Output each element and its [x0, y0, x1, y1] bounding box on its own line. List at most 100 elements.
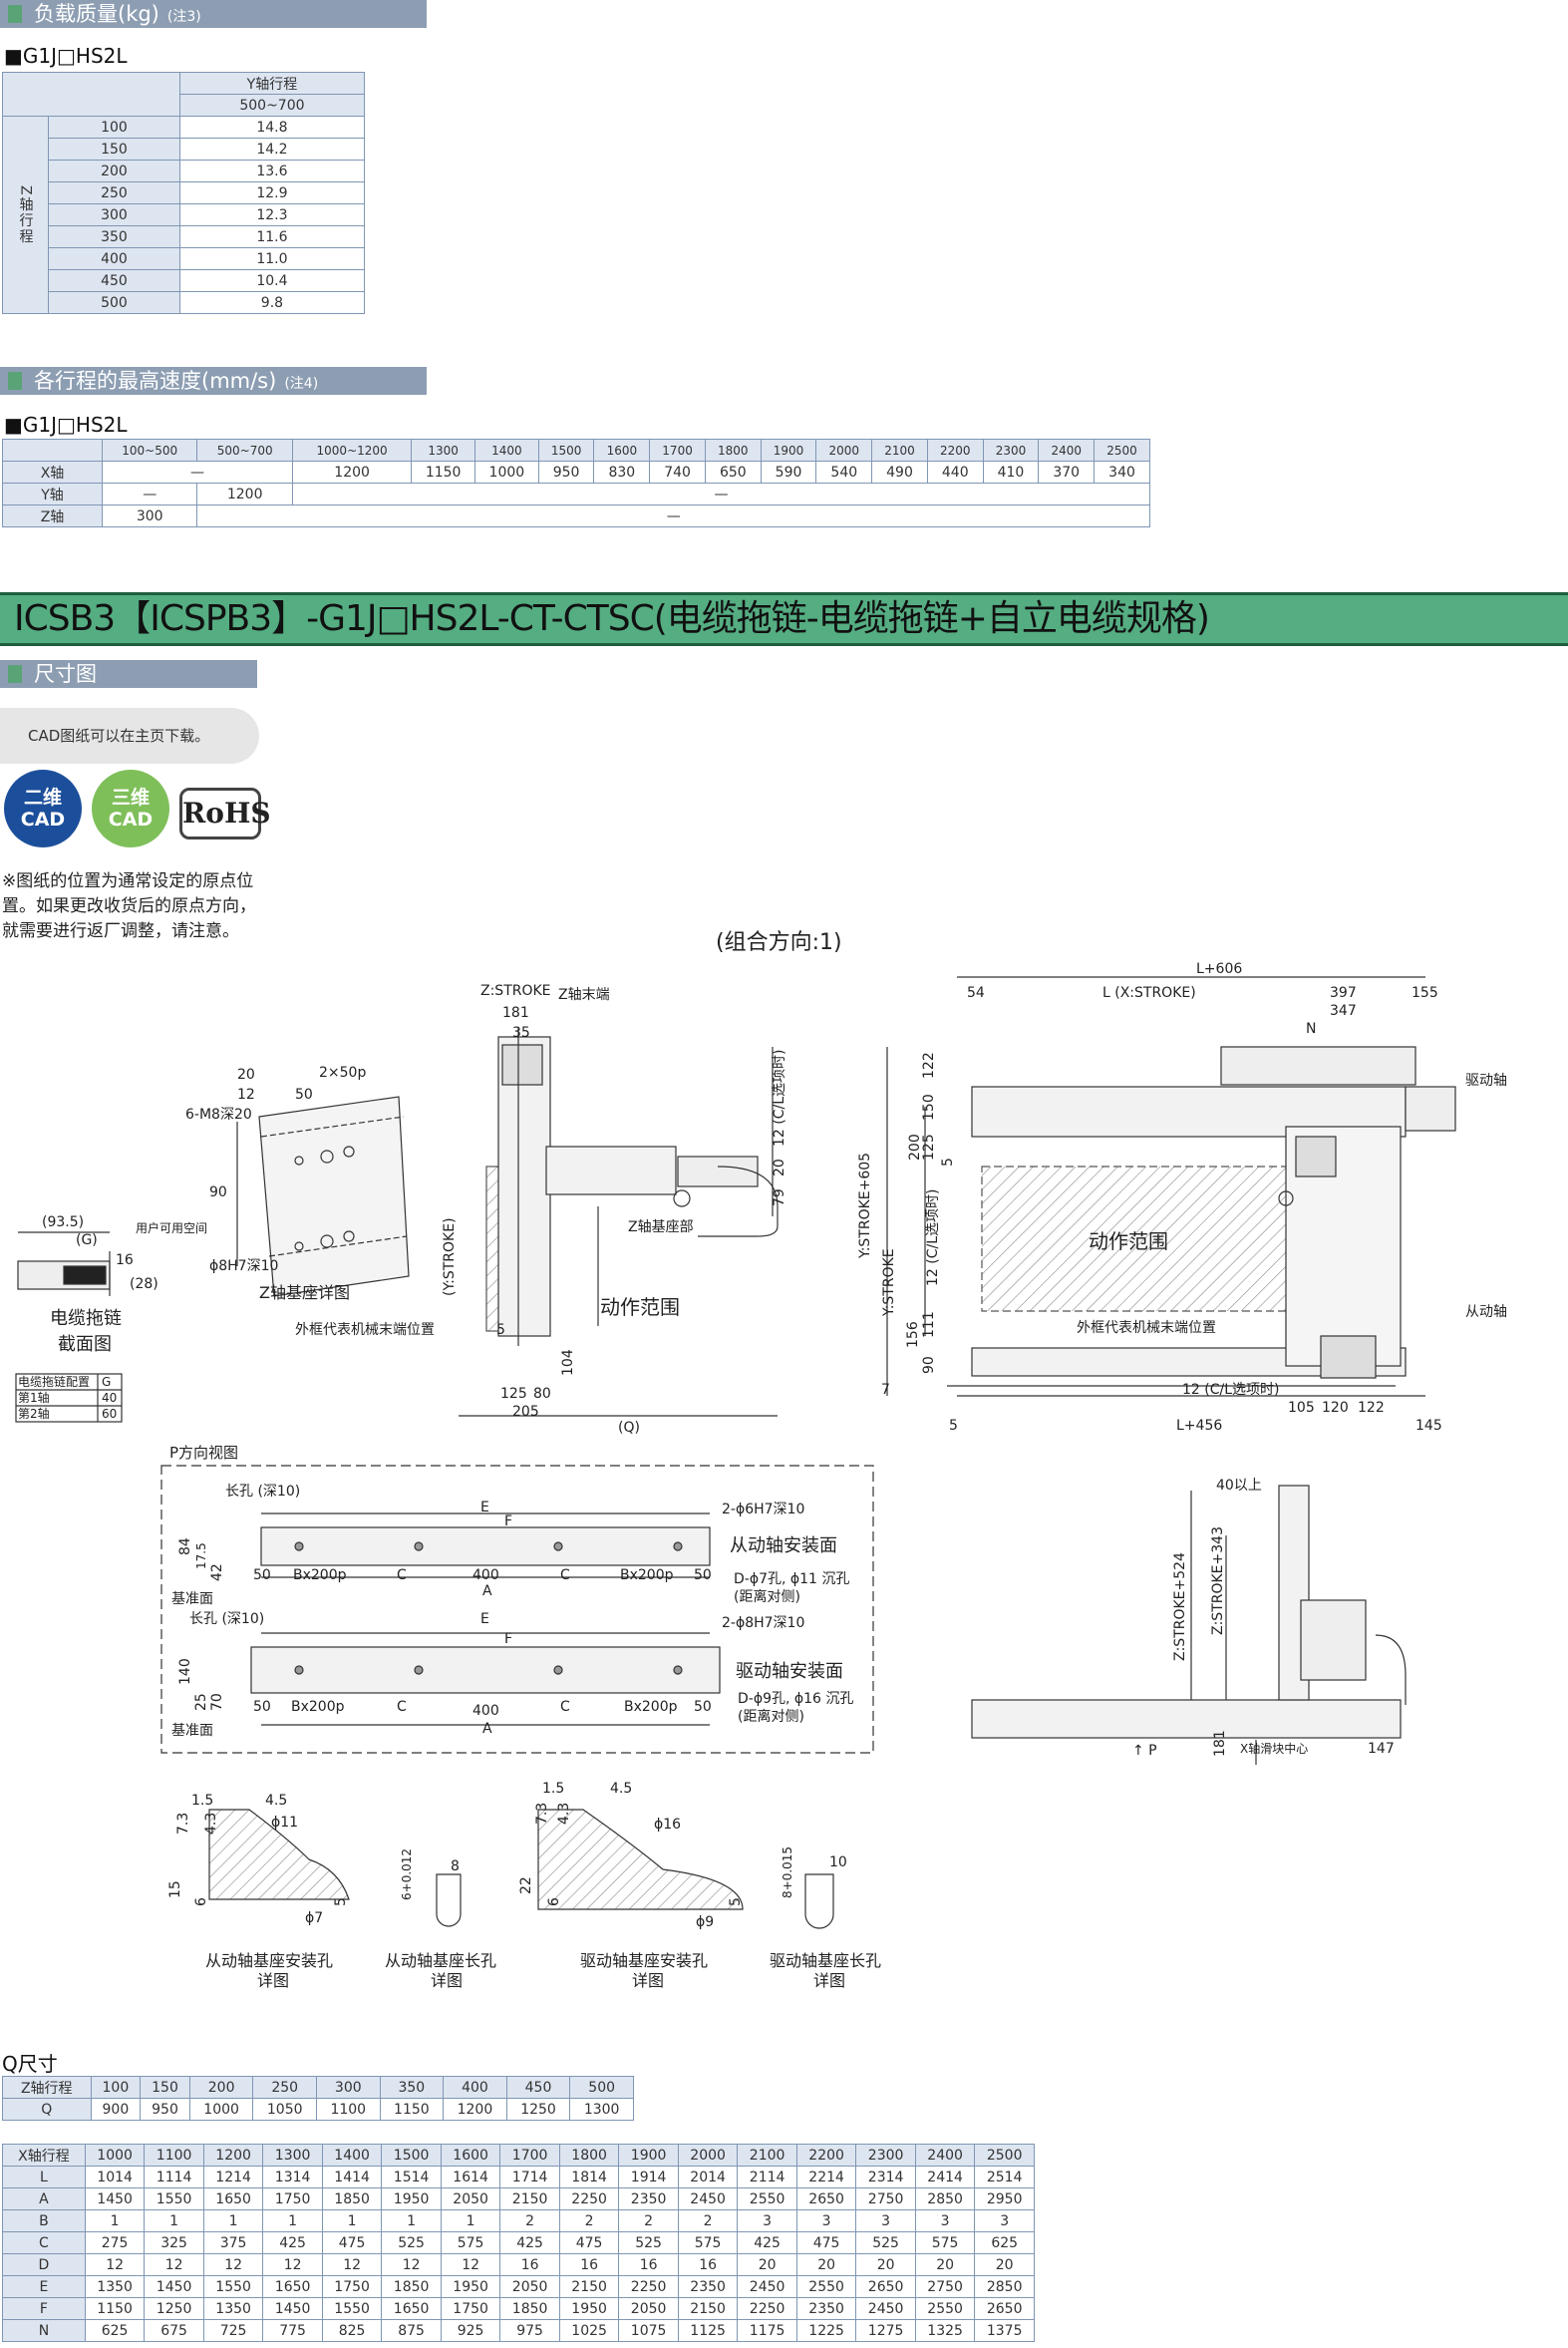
pview-driven-face: 从动轴安装面 [730, 1535, 837, 1556]
table-cell: 425 [262, 2231, 323, 2254]
pview-slot2: 长孔 (深10) [189, 1611, 264, 1627]
pview-title: P方向视图 [169, 1444, 238, 1462]
table-cell: 1375 [974, 2319, 1035, 2342]
table-cell: 900 [90, 2098, 142, 2121]
table-cell: D [2, 2253, 86, 2276]
pview-dim-25: 25 [193, 1693, 209, 1711]
table-cell: 540 [815, 461, 873, 484]
table-cell: 825 [321, 2319, 383, 2342]
table-cell: 2050 [499, 2275, 560, 2298]
table-cell: 500 [569, 2076, 634, 2099]
pview-holes2b: (距离对侧) [738, 1708, 804, 1725]
table-cell: 1950 [440, 2275, 501, 2298]
table-cell: 16 [677, 2253, 739, 2276]
table-cell: 11.6 [178, 225, 366, 248]
table-cell: 1 [262, 2209, 323, 2232]
table-cell: 500 [48, 291, 180, 314]
table-cell: 2250 [618, 2275, 679, 2298]
table-cell: 740 [649, 461, 706, 484]
table-cell: 2 [677, 2209, 739, 2232]
front-dim-181: 181 [1212, 1730, 1228, 1757]
table-cell: 450 [48, 269, 180, 292]
pview-dim-17: 17.5 [194, 1542, 208, 1569]
table-cell: 1850 [381, 2275, 442, 2298]
table-cell: 1 [84, 2209, 146, 2232]
side-range-label: 动作范围 [600, 1295, 680, 1319]
table-cell: 400 [48, 247, 180, 270]
cad-3d-badge[interactable]: 三维 CAD [92, 770, 169, 847]
table-cell: 2000 [815, 439, 873, 462]
table-cell: 20 [737, 2253, 797, 2276]
detail3-caption1: 驱动轴基座安装孔 [580, 1951, 708, 1970]
zbase-hole-label: 6-M8深20 [185, 1107, 252, 1123]
table-cell: 12.3 [178, 203, 366, 226]
cad-2d-badge[interactable]: 二维 CAD [4, 770, 82, 847]
table-cell: 1150 [84, 2297, 146, 2320]
orientation-label: (组合方向:1) [716, 930, 842, 955]
table-cell: 20 [974, 2253, 1035, 2276]
top-dim-54: 54 [967, 985, 985, 1001]
top-dim-122b: 122 [1358, 1400, 1385, 1416]
pview-c3: C [397, 1699, 407, 1715]
speed-section-note: (注4) [284, 376, 319, 392]
zbase-dim-20: 20 [237, 1067, 255, 1083]
table-corner [2, 439, 103, 462]
table-cell: 1300 [411, 439, 476, 462]
pview-c2: C [560, 1567, 570, 1583]
cad-download-note[interactable]: CAD图纸可以在主页下载。 [0, 708, 259, 764]
pview-bx200p2: Bx200p [620, 1567, 674, 1583]
top-dim-120: 120 [1322, 1400, 1349, 1416]
pview-bx200p: Bx200p [293, 1567, 347, 1583]
side-cl12: 12 (C/L选项时) [772, 1050, 787, 1147]
speed-section-header: 各行程的最高速度(mm/s)(注4) [0, 367, 427, 395]
table-cell: 1250 [505, 2098, 571, 2121]
table-cell: 450 [505, 2076, 571, 2099]
side-dim-79: 79 [772, 1188, 787, 1206]
table-cell: 3 [795, 2209, 857, 2232]
table-cell: 875 [381, 2319, 442, 2342]
side-dim-5: 5 [496, 1322, 505, 1338]
table-cell: 2 [499, 2209, 560, 2232]
top-drive-axis: 驱动轴 [1465, 1073, 1507, 1089]
pview-ref2: 基准面 [171, 1722, 213, 1739]
top-l606: L+606 [1196, 961, 1242, 977]
table-cell: 2650 [974, 2297, 1035, 2320]
front-above: 40以上 [1216, 1478, 1262, 1494]
table-cell: 12 [144, 2253, 204, 2276]
pview-dim-400b: 400 [472, 1703, 499, 1719]
pview-a: A [482, 1583, 492, 1599]
pview-dim-84: 84 [177, 1537, 193, 1555]
detail3-c: 7.3 [534, 1803, 550, 1825]
table-cell: 11.0 [178, 247, 366, 270]
table-cell: 3 [974, 2209, 1035, 2232]
table-cell: 2 [558, 2209, 620, 2232]
table-cell: 1275 [855, 2319, 916, 2342]
table-cell: 1550 [144, 2187, 204, 2210]
table-cell: N [2, 2319, 86, 2342]
table-cell: 1100 [144, 2144, 204, 2167]
load-section-header: 负载质量(kg)(注3) [0, 0, 427, 28]
table-cell: 300 [101, 504, 198, 527]
table-cell: 1550 [202, 2275, 264, 2298]
pview-c4: C [560, 1699, 570, 1715]
table-cell: 300 [315, 2076, 381, 2099]
table-cell: 1750 [262, 2187, 323, 2210]
top-lx: L (X:STROKE) [1102, 985, 1196, 1001]
zbase-dim-12: 12 [237, 1087, 255, 1103]
front-p-arrow: ↑ P [1132, 1743, 1157, 1759]
top-range-label: 动作范围 [1089, 1229, 1168, 1253]
table-cell: 2450 [677, 2187, 739, 2210]
top-dim-347: 347 [1330, 1003, 1357, 1019]
top-ys605: Y:STROKE+605 [857, 1153, 873, 1259]
side-dim-205: 205 [512, 1404, 539, 1420]
table-cell: 950 [537, 461, 595, 484]
load-section-title: 负载质量(kg) [34, 2, 159, 26]
table-cell: 3 [855, 2209, 916, 2232]
table-cell: 12 [202, 2253, 264, 2276]
